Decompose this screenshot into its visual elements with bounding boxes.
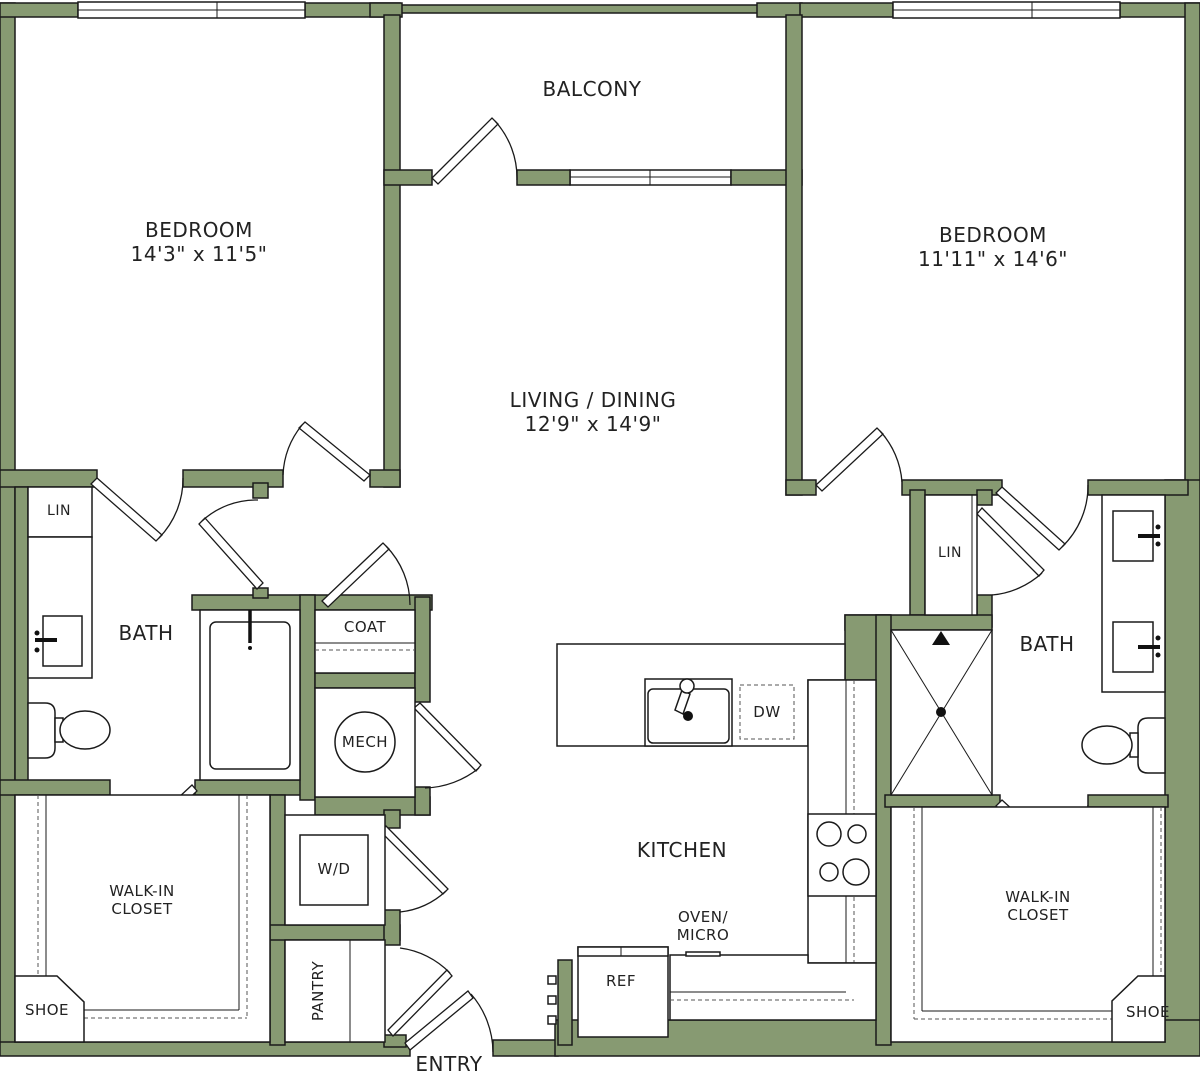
kitchen-fixtures	[547, 643, 877, 1038]
left-bath-fixtures	[27, 486, 301, 781]
oven-micro-label: OVEN/ MICRO	[677, 908, 730, 944]
room-dimensions: 14'3" x 11'5"	[130, 242, 268, 266]
lin-left-label: LIN	[47, 503, 71, 519]
closet-right-label: WALK-IN CLOSET	[1005, 888, 1070, 924]
shoe-right-label: SHOE	[1125, 1003, 1171, 1021]
kitchen-label: KITCHEN	[636, 838, 728, 862]
coat-label: COAT	[343, 618, 387, 636]
interior-walls	[0, 14, 1189, 1048]
right-bath-fixtures	[890, 494, 1166, 796]
bath-left-label: BATH	[118, 621, 174, 645]
closet-left-label: WALK-IN CLOSET	[109, 882, 174, 918]
bedroom-left-label: BEDROOM 14'3" x 11'5"	[131, 218, 268, 266]
oven-line1: OVEN/	[677, 908, 729, 926]
room-name: BEDROOM	[939, 223, 1047, 247]
closet-line1: WALK-IN	[1005, 888, 1071, 906]
coat-mech-fixtures	[314, 609, 416, 798]
dw-label: DW	[753, 703, 781, 721]
closet-line1: WALK-IN	[109, 882, 175, 900]
room-name: BEDROOM	[145, 218, 253, 242]
mech-label: MECH	[341, 733, 389, 751]
oven-line2: MICRO	[676, 926, 730, 944]
shoe-left-label: SHOE	[24, 1001, 70, 1019]
entry-label: ENTRY	[415, 1052, 483, 1076]
room-name: LIVING / DINING	[509, 388, 677, 412]
ref-label: REF	[605, 972, 637, 990]
left-closet	[14, 794, 271, 1043]
closet-line2: CLOSET	[1007, 906, 1069, 924]
pantry-label: PANTRY	[309, 960, 327, 1022]
balcony-label: BALCONY	[542, 77, 642, 101]
living-dining-label: LIVING / DINING 12'9" x 14'9"	[510, 388, 677, 436]
bedroom-right-label: BEDROOM 11'11" x 14'6"	[918, 223, 1068, 271]
lin-right-label: LIN	[938, 545, 962, 561]
windows	[77, 1, 1121, 186]
laundry-pantry	[284, 814, 386, 1043]
room-dimensions: 11'11" x 14'6"	[917, 247, 1069, 271]
right-closet	[890, 806, 1166, 1043]
wd-label: W/D	[317, 860, 351, 878]
closet-line2: CLOSET	[111, 900, 173, 918]
bath-right-label: BATH	[1019, 632, 1075, 656]
room-dimensions: 12'9" x 14'9"	[524, 412, 662, 436]
